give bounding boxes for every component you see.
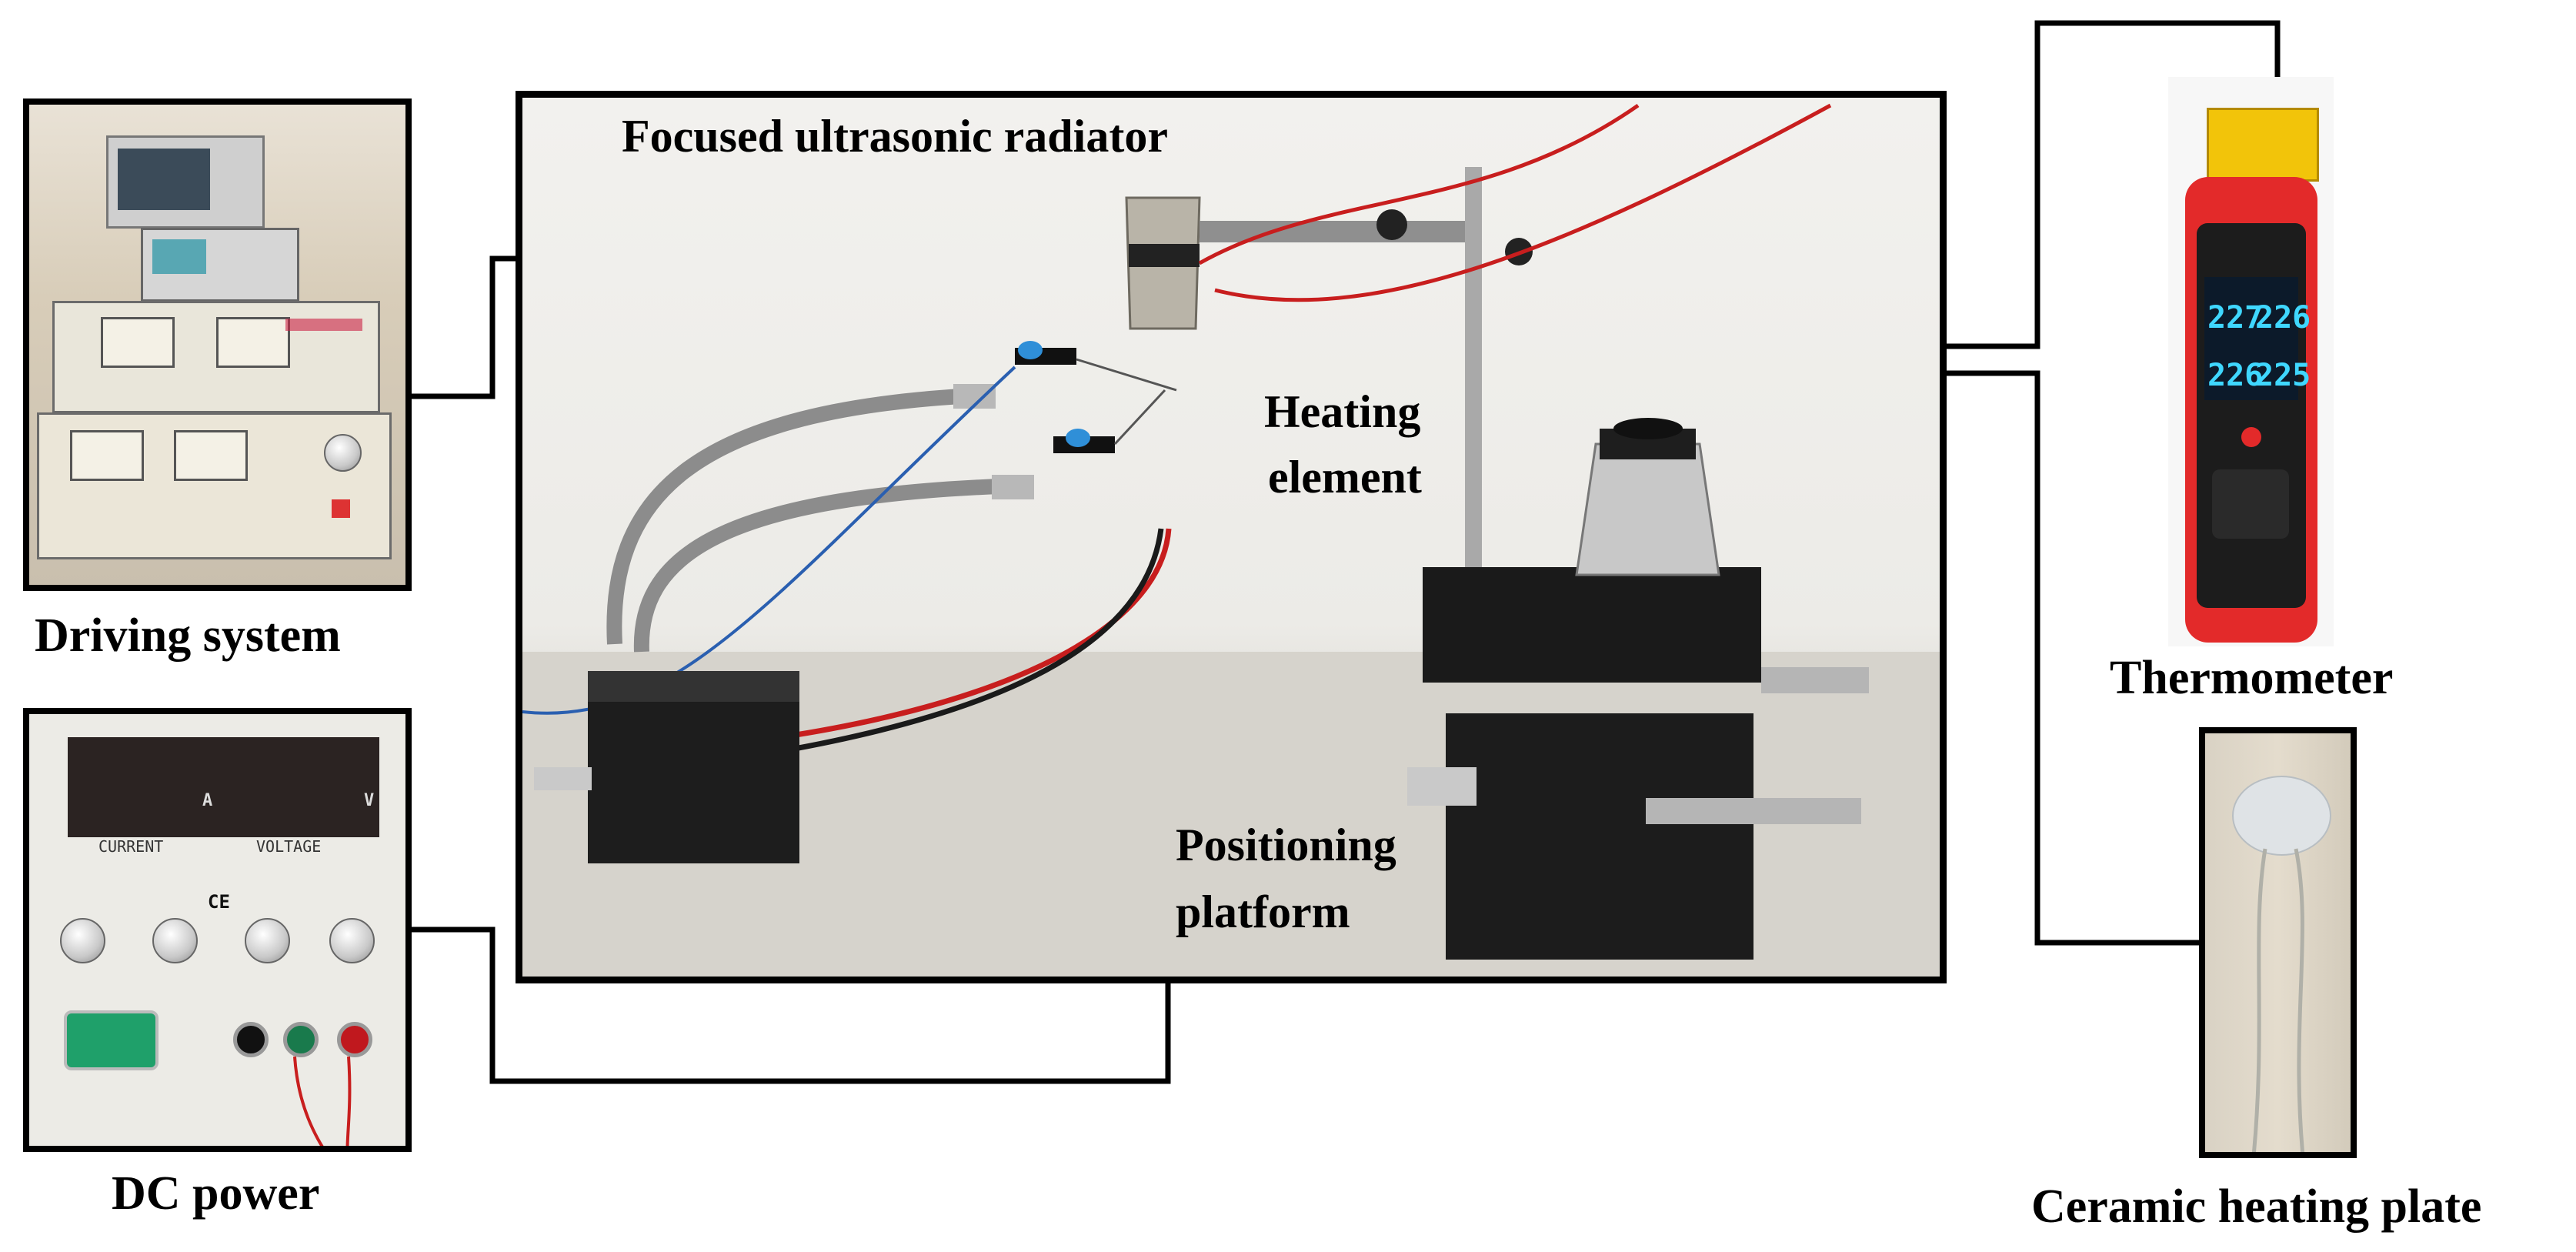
dc-current-label: CURRENT xyxy=(98,837,164,856)
heating-element-label-line1: Heating xyxy=(1264,386,1421,437)
gooseneck-lower xyxy=(633,479,1000,653)
voltage-fine-knob xyxy=(245,918,290,963)
dc-power-photo: A V CURRENT VOLTAGE CE xyxy=(23,708,412,1152)
ce-mark: CE xyxy=(208,891,230,913)
gooseneck-upper xyxy=(606,389,962,645)
driving-system-photo xyxy=(23,98,412,591)
terminal-green xyxy=(283,1022,319,1057)
thermometer-label: Thermometer xyxy=(2110,652,2394,704)
power-amplifier-lower xyxy=(37,412,392,559)
terminal-red xyxy=(337,1022,372,1057)
thermometer-screen: 227 226 226 225 xyxy=(2204,277,2311,400)
thermocouple-connectors xyxy=(2207,108,2319,182)
power-amplifier-upper xyxy=(52,301,380,413)
ceramic-leads xyxy=(2251,848,2305,1152)
thermometer-body: 227 226 226 225 xyxy=(2185,177,2317,643)
reading-t1: 227 xyxy=(2207,300,2264,336)
reading-t3: 226 xyxy=(2207,358,2264,393)
heating-element-label-line2: element xyxy=(1268,452,1422,502)
positioning-label-line1: Positioning xyxy=(1176,820,1396,870)
signal-generator xyxy=(141,228,299,302)
oscilloscope-screen xyxy=(118,149,210,210)
reading-t4: 225 xyxy=(2255,358,2311,393)
left-stage xyxy=(588,671,799,863)
reading-t2: 226 xyxy=(2255,300,2311,336)
ceramic-disc xyxy=(2232,776,2331,856)
oscilloscope xyxy=(106,135,265,229)
current-coarse-knob xyxy=(152,918,198,963)
dc-voltage-unit: V xyxy=(364,791,375,810)
thermometer-photo: 227 226 226 225 xyxy=(2168,77,2334,646)
dc-display-panel: A V CURRENT VOLTAGE xyxy=(68,737,379,856)
dc-voltage-label: VOLTAGE xyxy=(256,837,322,856)
experimental-setup-photo xyxy=(516,91,1947,983)
terminal-black xyxy=(233,1022,269,1057)
voltage-coarse-knob xyxy=(329,918,375,963)
ceramic-heating-plate-label: Ceramic heating plate xyxy=(2031,1180,2482,1233)
right-stage-lower xyxy=(1446,713,1753,960)
dc-output-wires xyxy=(293,1056,352,1146)
positioning-label-line2: platform xyxy=(1176,886,1350,937)
ceramic-heating-plate-photo xyxy=(2199,727,2357,1158)
radiator-clamp xyxy=(1200,221,1465,242)
dc-power-label: DC power xyxy=(112,1167,320,1220)
radiator-label: Focused ultrasonic radiator xyxy=(622,111,1168,162)
amp-upper-label-strip xyxy=(285,319,362,331)
right-stage-upper xyxy=(1423,567,1761,683)
driving-system-label: Driving system xyxy=(35,609,341,662)
power-switch xyxy=(64,1010,158,1070)
current-fine-knob xyxy=(60,918,105,963)
dc-current-unit: A xyxy=(202,791,213,810)
transducer xyxy=(1575,442,1720,576)
setup-illustration xyxy=(522,103,1940,977)
stand-rod xyxy=(1465,167,1482,644)
thermometer-face: 227 226 226 225 xyxy=(2197,223,2311,608)
thermometer-power-button xyxy=(2241,427,2261,447)
